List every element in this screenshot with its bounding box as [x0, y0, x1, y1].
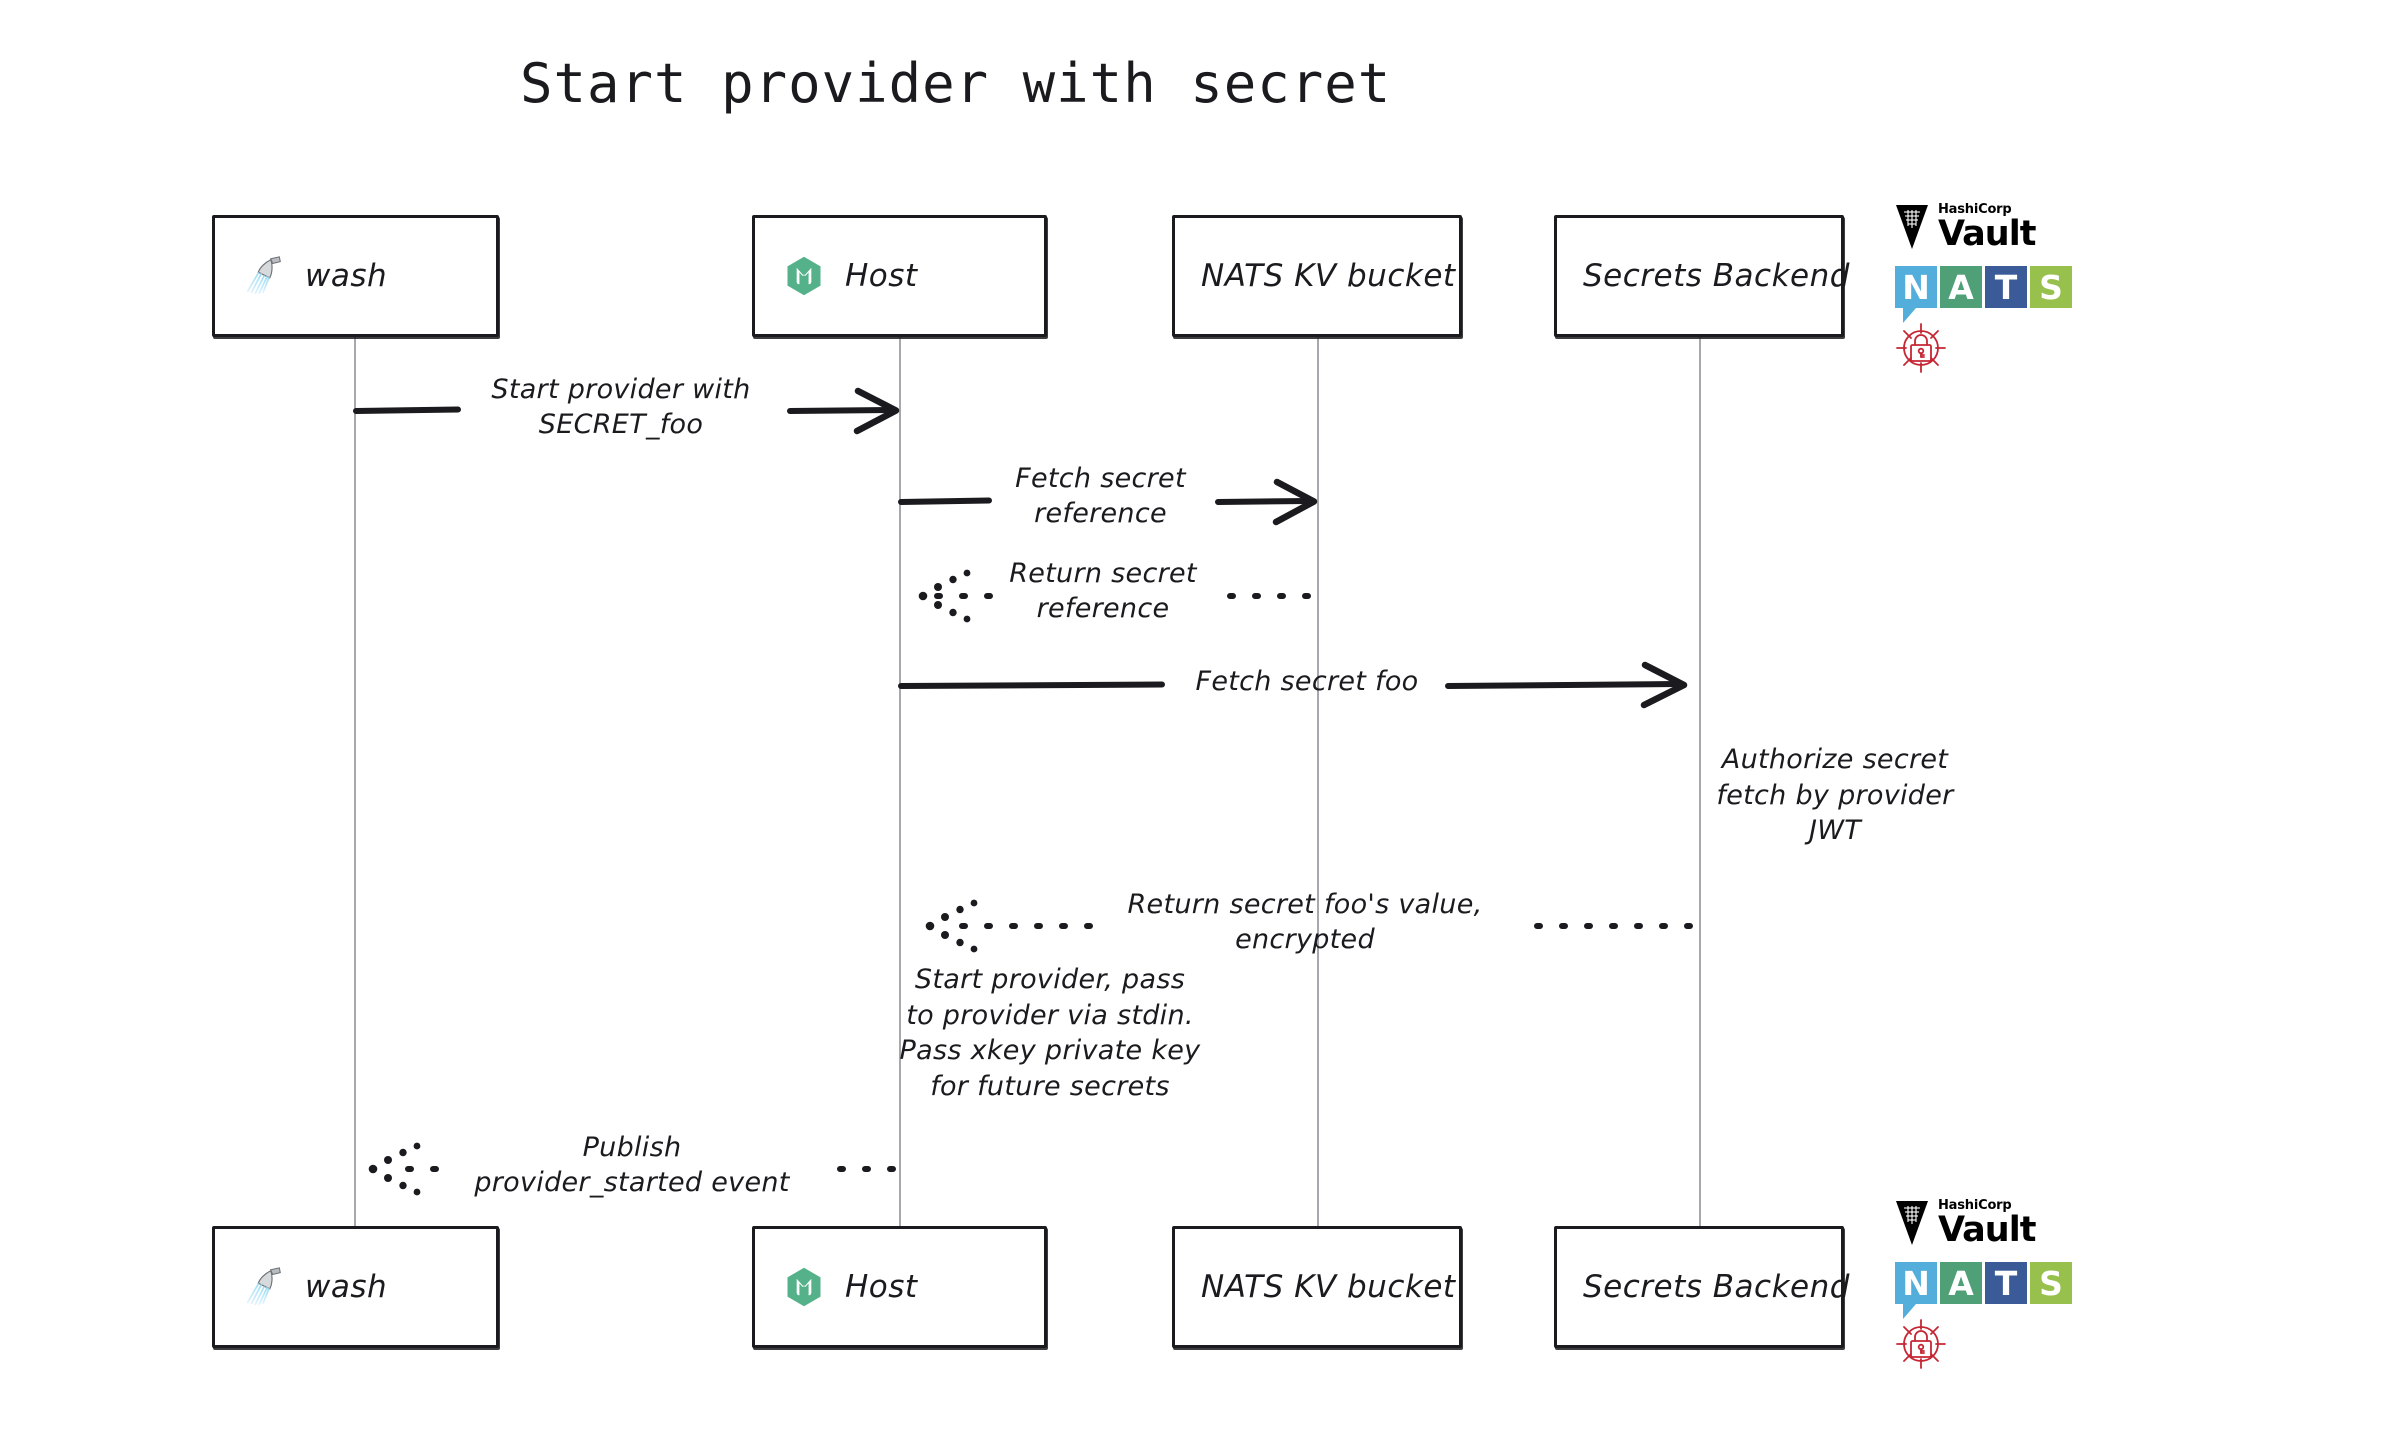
logo-stack-bottom: HashiCorp Vault N A T S: [1895, 1196, 2125, 1374]
nats-speech-tail: [1903, 1304, 1916, 1319]
note-start-provider-stdin: Start provider, pass to provider via std…: [899, 964, 1201, 1102]
nats-tile-s: S: [2030, 266, 2072, 308]
hashicorp-vault-logo: HashiCorp Vault: [1895, 200, 2125, 254]
participant-box-secrets-backend-top[interactable]: Secrets Backend: [1554, 215, 1849, 337]
message-label-start-provider-with-secret-foo: Start provider with SECRET_foo: [491, 374, 751, 440]
logo-stack-top: HashiCorp Vault N A T S: [1895, 200, 2125, 378]
participant-label: NATS KV bucket: [1201, 1269, 1456, 1305]
message-label-return-secret-reference: Return secret reference: [1009, 558, 1197, 624]
wasmcloud-hexagon-icon: [781, 253, 827, 299]
vault-vault-text: Vault: [1938, 1210, 2036, 1251]
participant-label: Secrets Backend: [1583, 1269, 1850, 1305]
participant-box-wash-top[interactable]: wash: [212, 215, 499, 337]
message-label-publish-provider-started-event: Publish provider_started event: [474, 1132, 790, 1198]
secrets-lock-icon: [1896, 323, 1946, 373]
vault-hashicorp-text: HashiCorp: [1938, 202, 2012, 218]
participant-box-host-bottom[interactable]: Host: [752, 1226, 1047, 1348]
lifeline-nats-kv-bucket: [1317, 336, 1319, 1226]
vault-vault-text: Vault: [1938, 214, 2036, 255]
vault-mark-icon: [1896, 1201, 1928, 1245]
participant-label: Host: [845, 258, 918, 294]
nats-speech-tail: [1903, 308, 1916, 323]
message-label-fetch-secret-reference: Fetch secret reference: [1015, 463, 1186, 529]
nats-tile-s: S: [2030, 1262, 2072, 1304]
participant-label: wash: [305, 1269, 388, 1305]
participant-box-host-top[interactable]: Host: [752, 215, 1047, 337]
participant-label: Host: [845, 1269, 918, 1305]
nats-logo: N A T S: [1895, 1262, 2125, 1319]
lifeline-wash: [354, 336, 356, 1226]
nats-tile-n: N: [1895, 266, 1937, 308]
message-label-fetch-secret-foo: Fetch secret foo: [1195, 666, 1419, 697]
message-label-return-secret-foo-value: Return secret foo's value, encrypted: [1127, 889, 1483, 955]
lifeline-host: [899, 336, 901, 1226]
participant-box-nats-kv-bucket-bottom[interactable]: NATS KV bucket: [1172, 1226, 1462, 1348]
nats-tile-a: A: [1940, 1262, 1982, 1304]
participant-box-wash-bottom[interactable]: wash: [212, 1226, 499, 1348]
vault-wordmark: HashiCorp Vault: [1938, 202, 2036, 255]
secrets-lock-icon: [1896, 1319, 1946, 1369]
page-title: Start provider with secret: [520, 52, 1392, 115]
participant-label: NATS KV bucket: [1201, 258, 1456, 294]
participant-box-secrets-backend-bottom[interactable]: Secrets Backend: [1554, 1226, 1849, 1348]
nats-tile-a: A: [1940, 266, 1982, 308]
vault-hashicorp-text: HashiCorp: [1938, 1198, 2012, 1214]
lifeline-secrets-backend: [1699, 336, 1701, 1226]
wasmcloud-hexagon-icon: [781, 1264, 827, 1310]
nats-tile-t: T: [1985, 1262, 2027, 1304]
hashicorp-vault-logo: HashiCorp Vault: [1895, 1196, 2125, 1250]
shower-head-icon: [241, 253, 287, 299]
nats-logo: N A T S: [1895, 266, 2125, 323]
vault-wordmark: HashiCorp Vault: [1938, 1198, 2036, 1251]
nats-tile-t: T: [1985, 266, 2027, 308]
nats-tile-n: N: [1895, 1262, 1937, 1304]
participant-box-nats-kv-bucket-top[interactable]: NATS KV bucket: [1172, 215, 1462, 337]
participant-label: wash: [305, 258, 388, 294]
vault-mark-icon: [1896, 205, 1928, 249]
participant-label: Secrets Backend: [1583, 258, 1850, 294]
note-authorize-secret-fetch: Authorize secret fetch by provider JWT: [1716, 744, 1954, 847]
shower-head-icon: [241, 1264, 287, 1310]
